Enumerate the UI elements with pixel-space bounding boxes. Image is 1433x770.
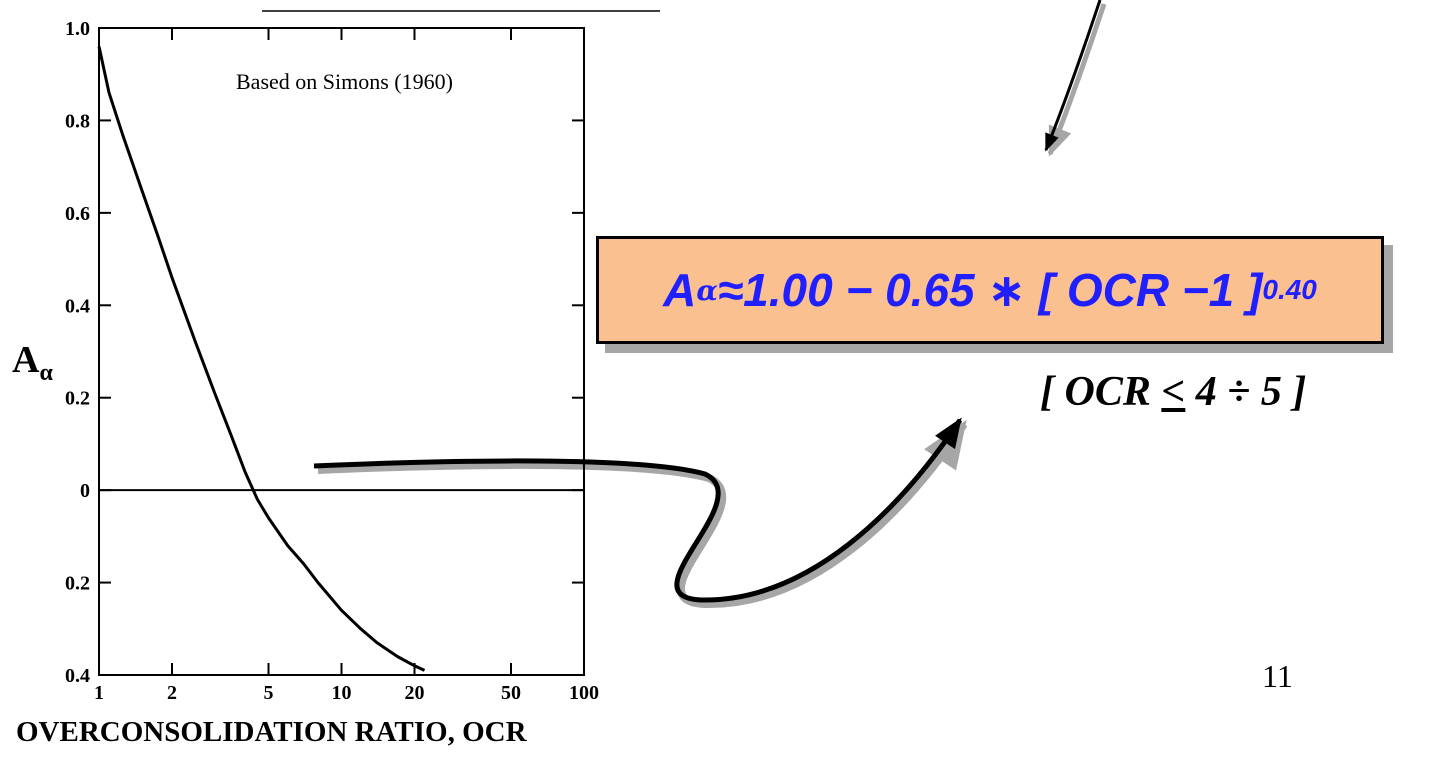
condition-text: [ OCR < 4 ÷ 5 ]: [1040, 368, 1306, 416]
series-line: [97, 46, 426, 672]
x-tick-label: 10: [332, 682, 352, 704]
x-tick-label: 50: [501, 682, 521, 704]
y-tick-label: 0.8: [65, 110, 90, 132]
x-tick-label: 20: [404, 682, 424, 704]
chart-annotation: Based on Simons (1960): [236, 69, 453, 94]
x-tick-label: 2: [167, 682, 177, 704]
y-tick-label: 0.6: [65, 203, 90, 225]
top-patch: [262, 0, 660, 10]
x-tick-label: 100: [569, 682, 599, 704]
arrows-layer: [313, 0, 1107, 609]
plot-frame: [98, 27, 585, 676]
formula-exponent: 0.40: [1262, 274, 1317, 305]
curved-arrow-to-condition: [313, 417, 963, 603]
page-number: 11: [1262, 658, 1293, 694]
y-axis-label-subscript: α: [39, 360, 53, 386]
y-tick-label: 0: [80, 480, 90, 502]
y-axis-label-main: A: [12, 339, 40, 381]
condition-suffix: 4 ÷ 5 ]: [1185, 369, 1307, 415]
condition-prefix: [ OCR: [1040, 369, 1162, 415]
x-tick-label: 1: [94, 682, 104, 704]
arrow-down-to-formula-shadow: [1047, 3, 1107, 157]
x-axis-label: OVERCONSOLIDATION RATIO, OCR: [16, 716, 527, 748]
arrow-down-to-formula: [1044, 0, 1102, 152]
x-tick-label: 5: [264, 682, 274, 704]
y-tick-label: 0.2: [65, 573, 90, 595]
formula-lhs-subscript: α: [696, 273, 718, 307]
y-tick-label: 0.4: [65, 665, 90, 687]
chart-series: [97, 46, 426, 672]
y-axis-label: Aα: [12, 338, 53, 387]
formula-lhs: A: [663, 264, 697, 316]
y-tick-label: 0.4: [65, 295, 90, 317]
curved-arrow-to-condition-shadow: [317, 420, 968, 609]
condition-relation: <: [1161, 369, 1186, 415]
formula-rhs: ≈1.00 − 0.65 ∗ [ OCR −1 ]: [717, 264, 1263, 316]
y-tick-label: 0.2: [65, 388, 90, 410]
y-tick-label: 1.0: [65, 18, 90, 40]
